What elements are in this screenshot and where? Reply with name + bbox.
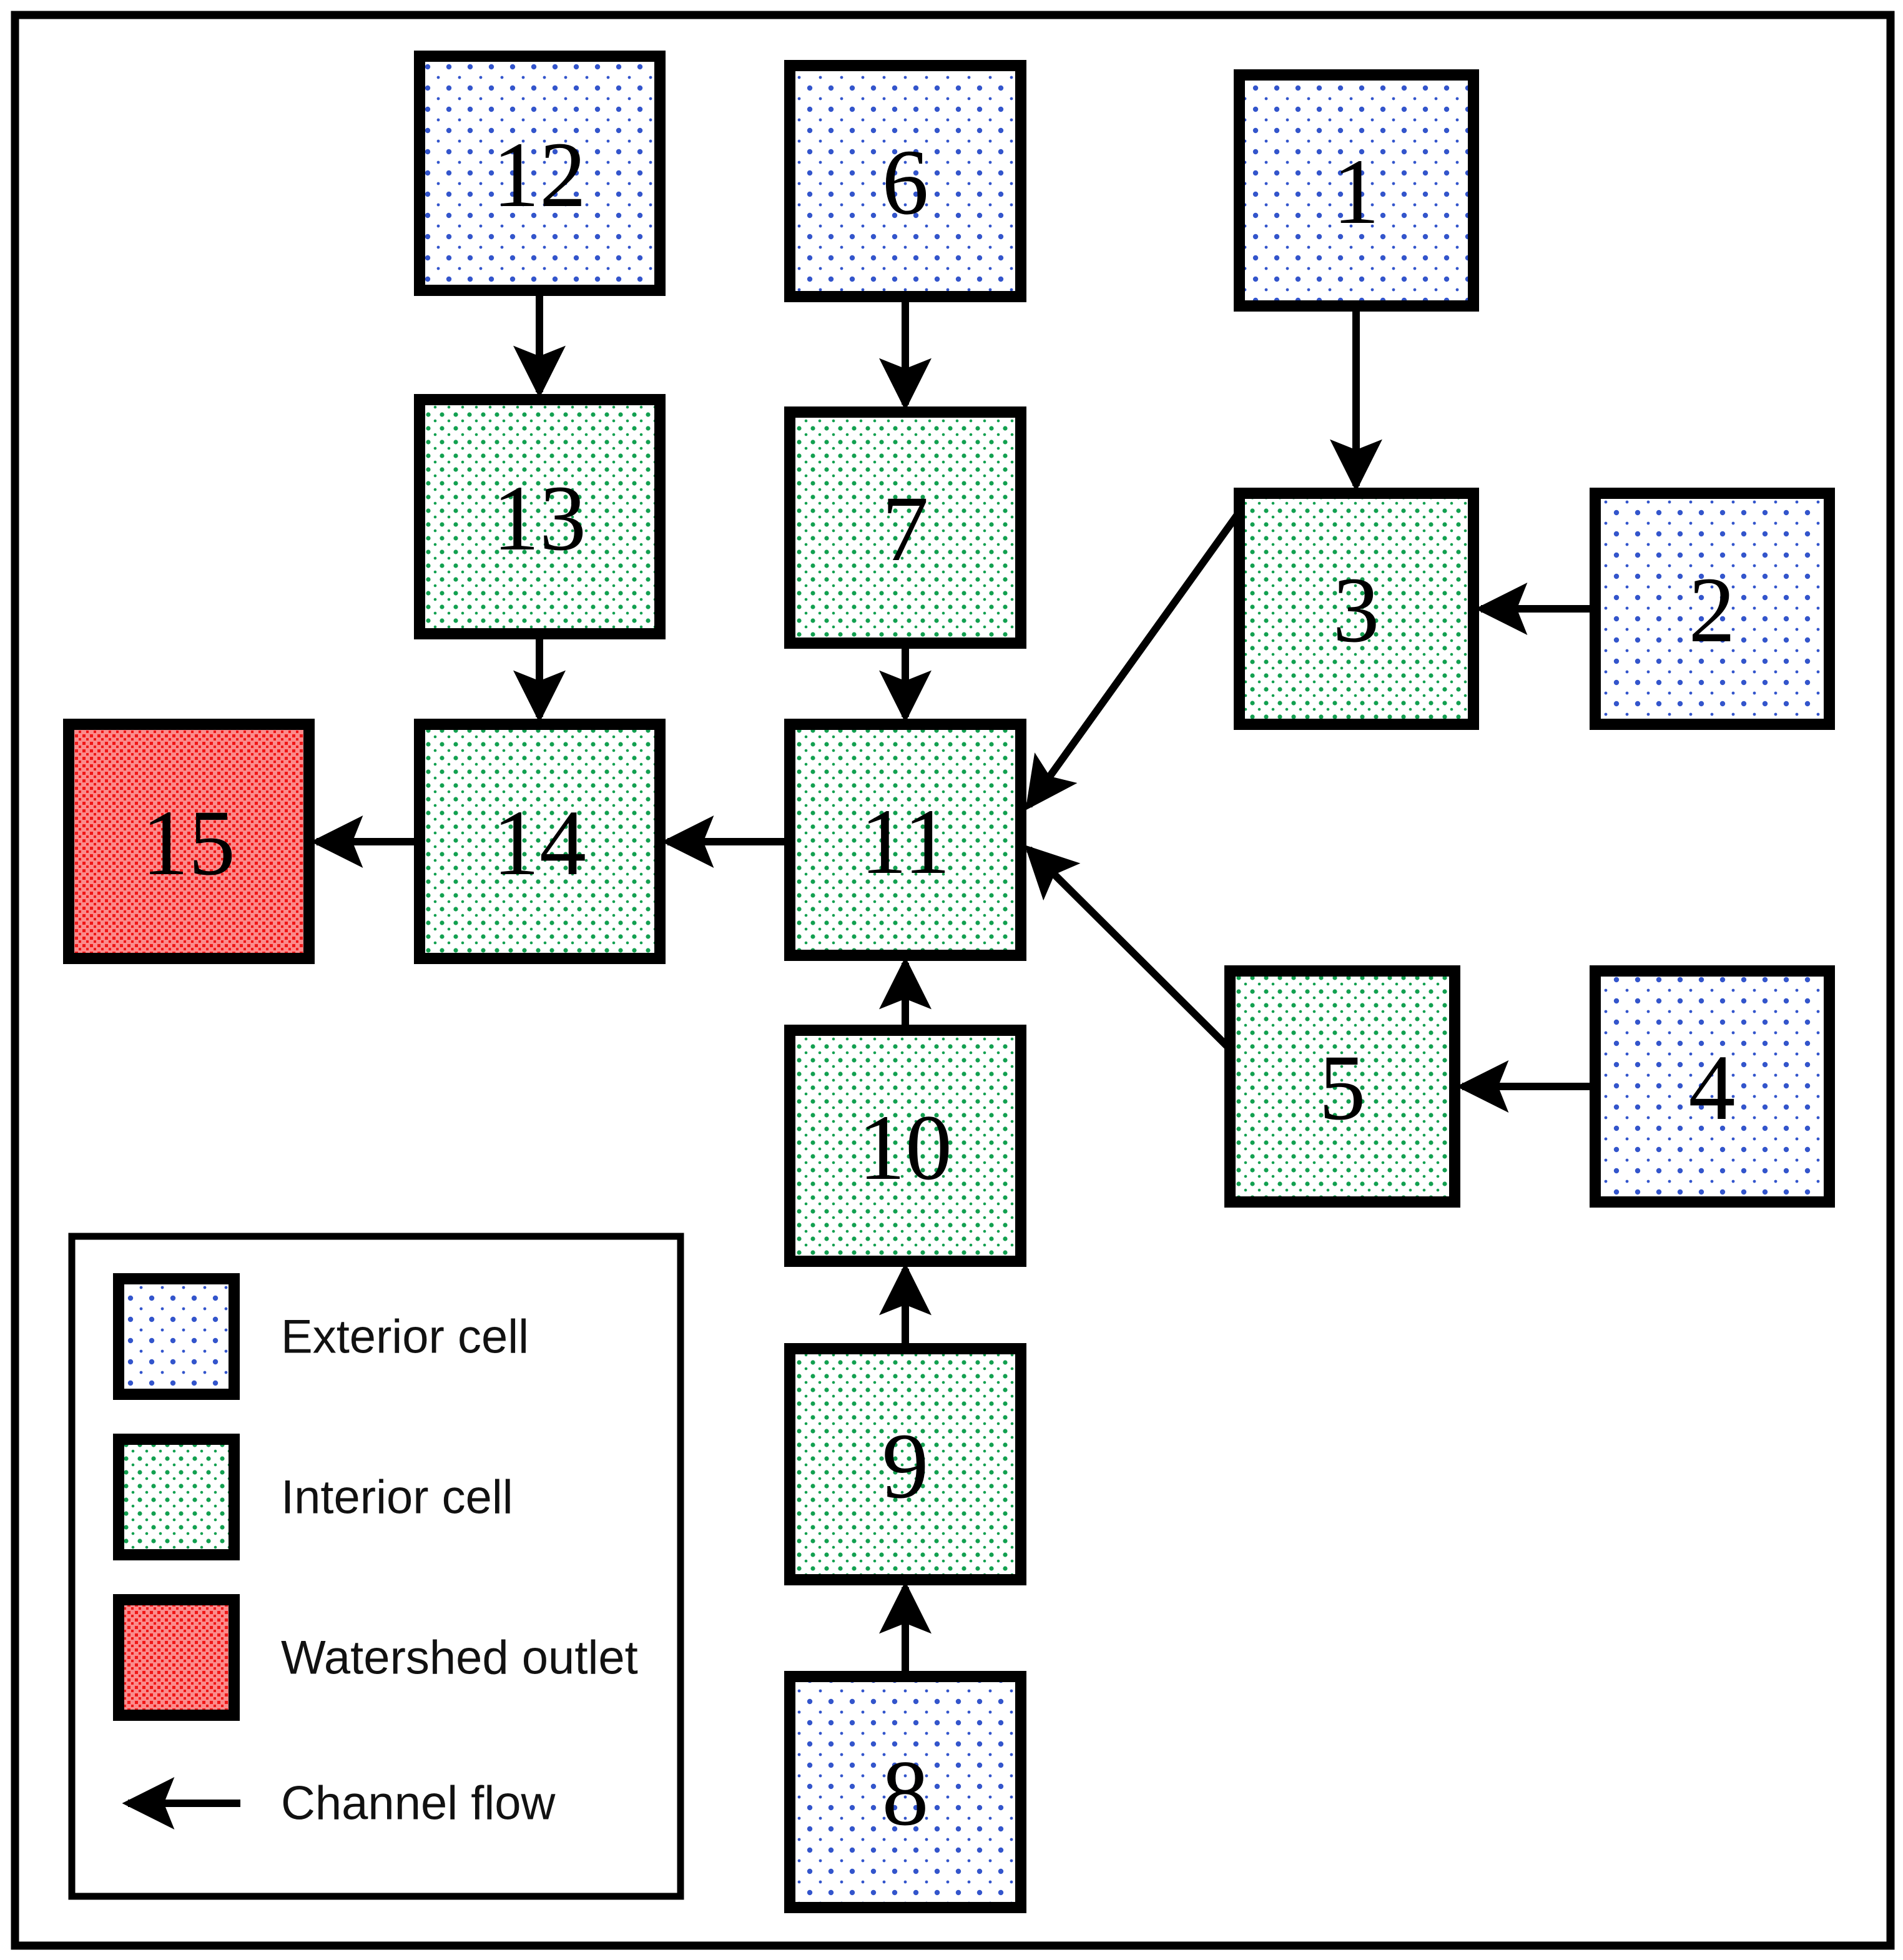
cell-5-box[interactable] — [1224, 965, 1460, 1208]
cell-4[interactable]: 4 — [1590, 965, 1835, 1208]
cell-2-box[interactable] — [1590, 488, 1835, 730]
cell-9-label: 9 — [882, 1414, 929, 1518]
cell-1-label: 1 — [1333, 140, 1380, 244]
legend-swatch-interior-icon — [113, 1434, 240, 1560]
cell-2[interactable]: 2 — [1590, 488, 1835, 730]
cell-13-box[interactable] — [414, 394, 666, 639]
cell-11-label: 11 — [860, 790, 950, 894]
cell-11-box[interactable] — [784, 719, 1026, 961]
legend-swatch-exterior-icon — [113, 1273, 240, 1400]
cell-8-label: 8 — [882, 1741, 929, 1845]
cell-7-label: 7 — [882, 477, 929, 581]
cell-3-label: 3 — [1333, 558, 1380, 662]
cell-12[interactable]: 12 — [414, 51, 666, 296]
cell-1[interactable]: 1 — [1234, 69, 1479, 312]
cell-1-box[interactable] — [1234, 69, 1479, 312]
cell-7-box[interactable] — [784, 406, 1026, 649]
cell-14[interactable]: 14 — [414, 719, 666, 964]
legend-label-outlet: Watershed outlet — [281, 1632, 638, 1685]
cell-15-label: 15 — [142, 791, 235, 895]
cell-4-label: 4 — [1689, 1036, 1736, 1140]
cell-3[interactable]: 3 — [1234, 488, 1479, 730]
cell-8-box[interactable] — [784, 1671, 1026, 1913]
cell-15-box[interactable] — [63, 719, 315, 964]
cell-5-label: 5 — [1319, 1036, 1366, 1140]
cell-13-label: 13 — [493, 466, 586, 570]
cell-8[interactable]: 8 — [784, 1671, 1026, 1913]
legend-item-outlet: Watershed outlet — [113, 1594, 638, 1721]
cell-6[interactable]: 6 — [784, 60, 1026, 302]
cell-5[interactable]: 5 — [1224, 965, 1460, 1208]
legend-label-flow: Channel flow — [281, 1777, 556, 1830]
cell-2-label: 2 — [1689, 558, 1736, 662]
cell-14-box[interactable] — [414, 719, 666, 964]
cell-11[interactable]: 11 — [784, 719, 1026, 961]
legend-item-exterior: Exterior cell — [113, 1273, 529, 1400]
flow-5-to-11 — [1025, 845, 1233, 1052]
cell-14-label: 14 — [493, 791, 586, 895]
cell-10-label: 10 — [858, 1096, 952, 1199]
legend-label-exterior: Exterior cell — [281, 1311, 529, 1364]
cell-7[interactable]: 7 — [784, 406, 1026, 649]
cell-9[interactable]: 9 — [784, 1343, 1026, 1585]
cell-4-box[interactable] — [1590, 965, 1835, 1208]
cell-12-box[interactable] — [414, 51, 666, 296]
legend: Exterior cell Interior cell Watershed ou… — [68, 1233, 684, 1900]
cell-3-box[interactable] — [1234, 488, 1479, 730]
cell-15[interactable]: 15 — [63, 719, 315, 964]
legend-item-flow: Channel flow — [122, 1777, 556, 1830]
cell-6-label: 6 — [882, 131, 929, 234]
legend-item-interior: Interior cell — [113, 1434, 513, 1560]
cell-10-box[interactable] — [784, 1025, 1026, 1267]
channel-flow-arrows — [310, 290, 1592, 1677]
cell-13[interactable]: 13 — [414, 394, 666, 639]
cell-12-label: 12 — [493, 123, 586, 227]
cell-6-box[interactable] — [784, 60, 1026, 302]
cells-layer: 12 13 14 15 6 — [63, 51, 1835, 1913]
cell-9-box[interactable] — [784, 1343, 1026, 1585]
flow-3-to-11 — [1025, 510, 1242, 810]
legend-swatch-outlet-icon — [113, 1594, 240, 1721]
cell-10[interactable]: 10 — [784, 1025, 1026, 1267]
legend-label-interior: Interior cell — [281, 1471, 513, 1524]
outer-frame — [11, 11, 1895, 1950]
